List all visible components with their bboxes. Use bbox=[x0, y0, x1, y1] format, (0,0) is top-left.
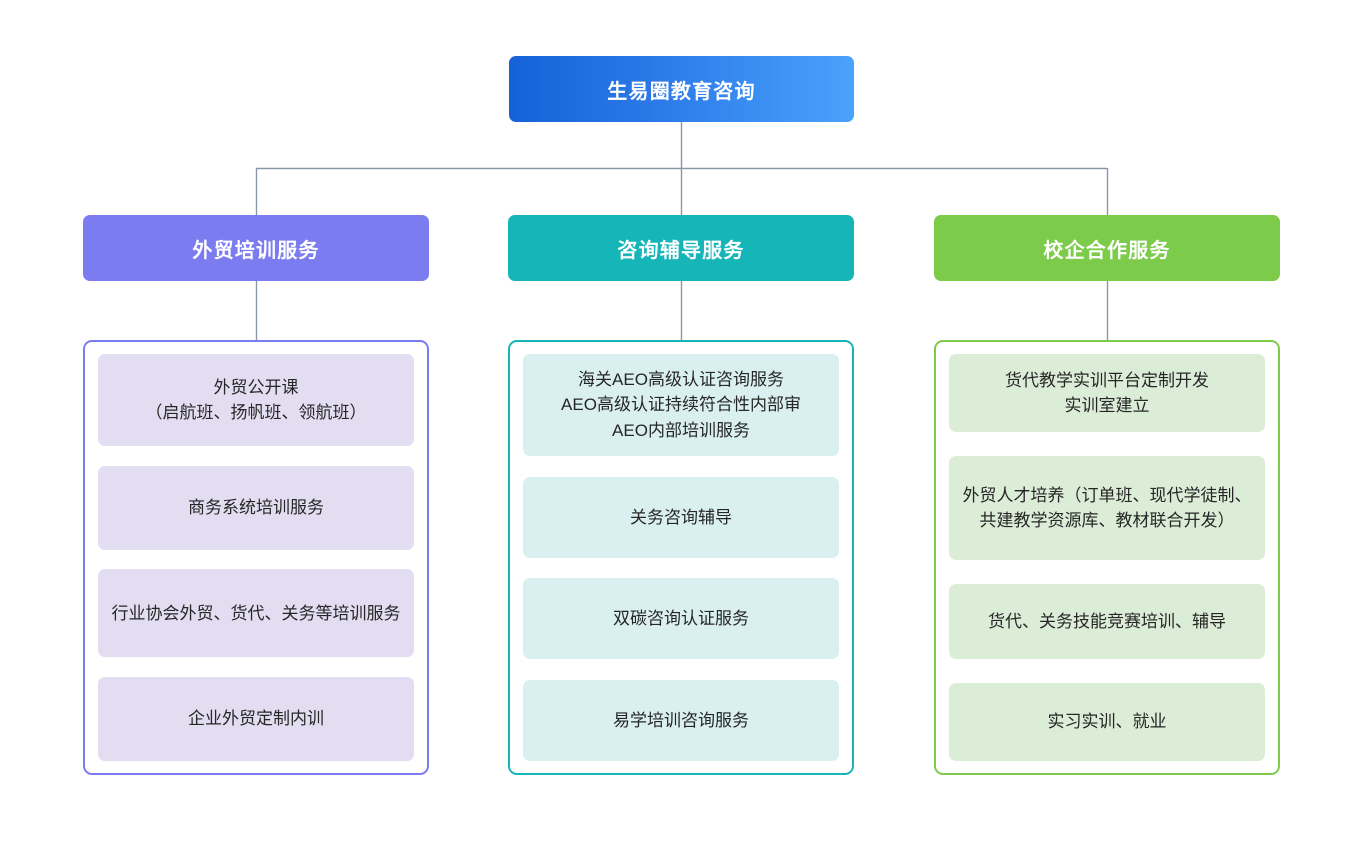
child-container-training: 外贸公开课 （启航班、扬帆班、领航班） 商务系统培训服务 行业协会外贸、货代、关… bbox=[83, 340, 429, 775]
list-item[interactable]: 企业外贸定制内训 bbox=[98, 676, 414, 761]
branch-header-consulting-label: 咨询辅导服务 bbox=[617, 239, 745, 262]
list-item[interactable]: 行业协会外贸、货代、关务等培训服务 bbox=[98, 569, 414, 658]
branch-header-consulting[interactable]: 咨询辅导服务 bbox=[508, 215, 854, 281]
branch-training: 外贸培训服务 bbox=[83, 215, 429, 281]
branch-consulting: 咨询辅导服务 bbox=[508, 215, 854, 281]
branch-header-school-enterprise-label: 校企合作服务 bbox=[1043, 239, 1171, 262]
child-container-consulting: 海关AEO高级认证咨询服务 AEO高级认证持续符合性内部审 AEO内部培训服务 … bbox=[508, 340, 854, 775]
list-item[interactable]: 货代、关务技能竞赛培训、辅导 bbox=[949, 584, 1265, 659]
root-node[interactable]: 生易圈教育咨询 bbox=[509, 56, 854, 122]
list-item[interactable]: 易学培训咨询服务 bbox=[523, 679, 839, 761]
root-node-label: 生易圈教育咨询 bbox=[607, 80, 756, 103]
list-item[interactable]: 外贸公开课 （启航班、扬帆班、领航班） bbox=[98, 354, 414, 446]
list-item[interactable]: 海关AEO高级认证咨询服务 AEO高级认证持续符合性内部审 AEO内部培训服务 bbox=[523, 354, 839, 456]
list-item[interactable]: 外贸人才培养（订单班、现代学徒制、共建教学资源库、教材联合开发） bbox=[949, 456, 1265, 560]
list-item[interactable]: 双碳咨询认证服务 bbox=[523, 578, 839, 660]
branch-header-training-label: 外贸培训服务 bbox=[192, 239, 320, 262]
list-item[interactable]: 商务系统培训服务 bbox=[98, 465, 414, 550]
child-container-school-enterprise: 货代教学实训平台定制开发 实训室建立 外贸人才培养（订单班、现代学徒制、共建教学… bbox=[934, 340, 1280, 775]
branch-school-enterprise: 校企合作服务 bbox=[934, 215, 1280, 281]
branch-header-training[interactable]: 外贸培训服务 bbox=[83, 215, 429, 281]
list-item[interactable]: 关务咨询辅导 bbox=[523, 476, 839, 558]
list-item[interactable]: 实习实训、就业 bbox=[949, 683, 1265, 761]
branch-header-school-enterprise[interactable]: 校企合作服务 bbox=[934, 215, 1280, 281]
list-item[interactable]: 货代教学实训平台定制开发 实训室建立 bbox=[949, 354, 1265, 432]
